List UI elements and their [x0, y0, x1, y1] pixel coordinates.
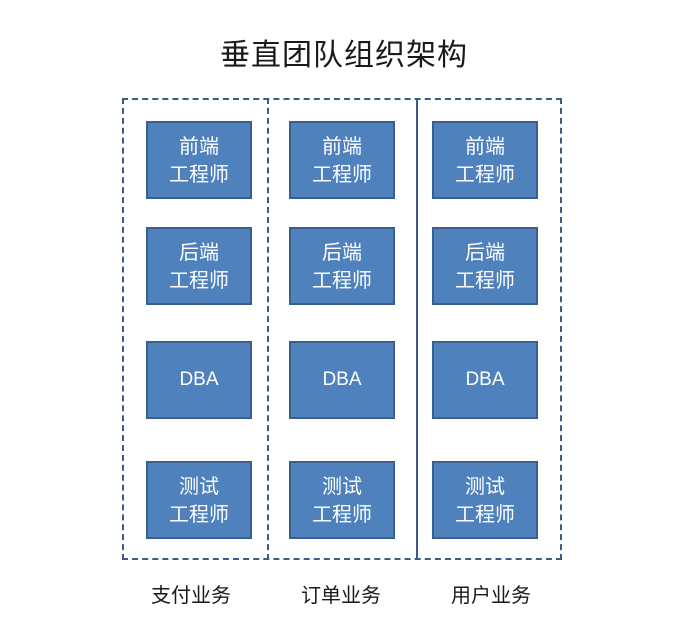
role-box-dba: DBA: [432, 341, 538, 419]
role-line1: 后端: [465, 240, 505, 264]
column-label-user: 用户业务: [451, 583, 531, 607]
role-line1: DBA: [465, 369, 505, 390]
role-line2: 工程师: [455, 162, 515, 186]
role-line1: 后端: [179, 240, 219, 264]
role-line2: 工程师: [169, 162, 229, 186]
role-box-qa: 测试 工程师: [146, 461, 252, 539]
diagram-title: 垂直团队组织架构: [220, 38, 468, 73]
role-box-backend: 后端 工程师: [146, 227, 252, 305]
role-box-backend: 后端 工程师: [289, 227, 395, 305]
column-divider-2: [416, 98, 418, 560]
role-line1: DBA: [322, 369, 362, 390]
role-line1: 前端: [322, 134, 362, 158]
role-line2: 工程师: [455, 502, 515, 526]
role-line2: 工程师: [312, 162, 372, 186]
role-box-dba: DBA: [146, 341, 252, 419]
column-label-order: 订单业务: [301, 583, 381, 607]
role-line2: 工程师: [312, 502, 372, 526]
role-box-frontend: 前端 工程师: [289, 121, 395, 199]
column-label-payment: 支付业务: [151, 583, 231, 607]
role-line2: 工程师: [169, 502, 229, 526]
role-line2: 工程师: [312, 268, 372, 292]
role-line1: 前端: [465, 134, 505, 158]
role-box-qa: 测试 工程师: [432, 461, 538, 539]
role-box-frontend: 前端 工程师: [432, 121, 538, 199]
role-box-frontend: 前端 工程师: [146, 121, 252, 199]
role-line1: DBA: [179, 369, 219, 390]
role-line1: 测试: [179, 474, 219, 498]
role-line2: 工程师: [455, 268, 515, 292]
role-line1: 测试: [465, 474, 505, 498]
role-line1: 测试: [322, 474, 362, 498]
role-line2: 工程师: [169, 268, 229, 292]
role-box-qa: 测试 工程师: [289, 461, 395, 539]
role-line1: 前端: [179, 134, 219, 158]
role-line1: 后端: [322, 240, 362, 264]
team-frame: [122, 98, 562, 560]
role-box-dba: DBA: [289, 341, 395, 419]
role-box-backend: 后端 工程师: [432, 227, 538, 305]
column-divider-1: [267, 98, 269, 560]
